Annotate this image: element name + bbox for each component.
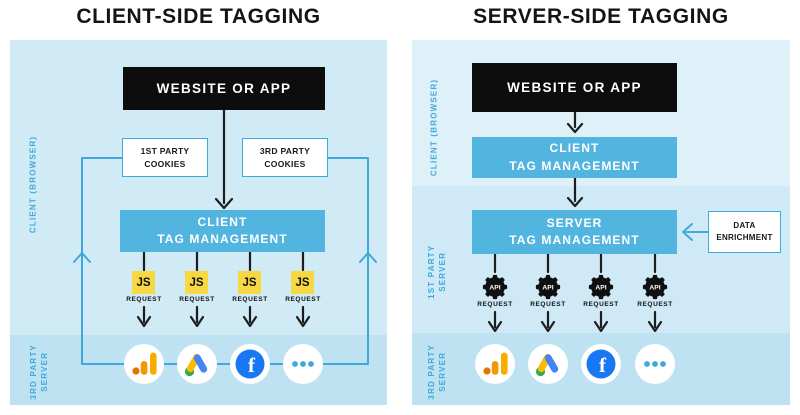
left-website-or-app-box: WEBSITE OR APP bbox=[123, 67, 325, 110]
google-ads-icon bbox=[528, 344, 568, 384]
client-tag-management-box: CLIENT TAG MANAGEMENT bbox=[120, 210, 325, 252]
request-label: REQUEST bbox=[637, 301, 673, 308]
facebook-icon: f bbox=[230, 344, 270, 384]
request-label: REQUEST bbox=[530, 301, 566, 308]
cookie-feedback-loop-line bbox=[81, 157, 369, 365]
left-panel-title: CLIENT-SIDE TAGGING bbox=[76, 5, 321, 28]
svg-text:API: API bbox=[542, 285, 553, 292]
svg-text:API: API bbox=[595, 285, 606, 292]
right-first-party-server-label: 1ST PARTY SERVER bbox=[427, 244, 447, 299]
api-badge-icon: API bbox=[641, 273, 669, 301]
request-label: REQUEST bbox=[583, 301, 619, 308]
data-enrichment-box: DATA ENRICHMENT bbox=[708, 211, 781, 253]
right-client-browser-label: CLIENT (BROWSER) bbox=[429, 78, 439, 177]
more-vendors-icon bbox=[283, 344, 323, 384]
js-badge-icon: JS bbox=[132, 271, 155, 294]
request-label: REQUEST bbox=[477, 301, 513, 308]
google-analytics-icon bbox=[475, 344, 515, 384]
request-label: REQUEST bbox=[126, 296, 162, 303]
third-party-cookies-box: 3RD PARTY COOKIES bbox=[242, 138, 328, 177]
left-client-browser-label: CLIENT (BROWSER) bbox=[28, 135, 38, 234]
facebook-icon: f bbox=[581, 344, 621, 384]
svg-text:f: f bbox=[599, 353, 607, 377]
right-panel-title: SERVER-SIDE TAGGING bbox=[473, 5, 729, 28]
svg-text:f: f bbox=[248, 353, 256, 377]
server-tag-management-box: SERVER TAG MANAGEMENT bbox=[472, 210, 677, 254]
right-website-or-app-box: WEBSITE OR APP bbox=[472, 63, 677, 112]
server-side-panel: CLIENT (BROWSER) 1ST PARTY SERVER 3RD PA… bbox=[412, 40, 790, 405]
request-label: REQUEST bbox=[285, 296, 321, 303]
js-badge-icon: JS bbox=[185, 271, 208, 294]
js-badge-icon: JS bbox=[238, 271, 261, 294]
api-badge-icon: API bbox=[534, 273, 562, 301]
client-side-panel: CLIENT (BROWSER) 3RD PARTY SERVER WEBSIT… bbox=[10, 40, 387, 405]
website-to-tm-arrow-head-icon bbox=[214, 197, 234, 210]
api-badge-icon: API bbox=[587, 273, 615, 301]
request-label: REQUEST bbox=[179, 296, 215, 303]
request-label: REQUEST bbox=[232, 296, 268, 303]
left-connectors bbox=[73, 108, 377, 365]
right-connectors bbox=[487, 110, 709, 333]
enrichment-arrow-head-icon bbox=[682, 223, 693, 241]
svg-text:API: API bbox=[489, 285, 500, 292]
google-ads-icon bbox=[177, 344, 217, 384]
right-third-party-server-label: 3RD PARTY SERVER bbox=[427, 344, 447, 400]
more-vendors-icon bbox=[635, 344, 675, 384]
loop-up-arrow-right-icon bbox=[359, 252, 377, 263]
js-badge-icon: JS bbox=[291, 271, 314, 294]
google-analytics-icon bbox=[124, 344, 164, 384]
right-client-tag-management-box: CLIENT TAG MANAGEMENT bbox=[472, 137, 677, 178]
loop-up-arrow-left-icon bbox=[73, 252, 91, 263]
api-badge-icon: API bbox=[481, 273, 509, 301]
left-third-party-server-label: 3RD PARTY SERVER bbox=[29, 344, 49, 400]
svg-text:API: API bbox=[649, 285, 660, 292]
first-party-cookies-box: 1ST PARTY COOKIES bbox=[122, 138, 208, 177]
